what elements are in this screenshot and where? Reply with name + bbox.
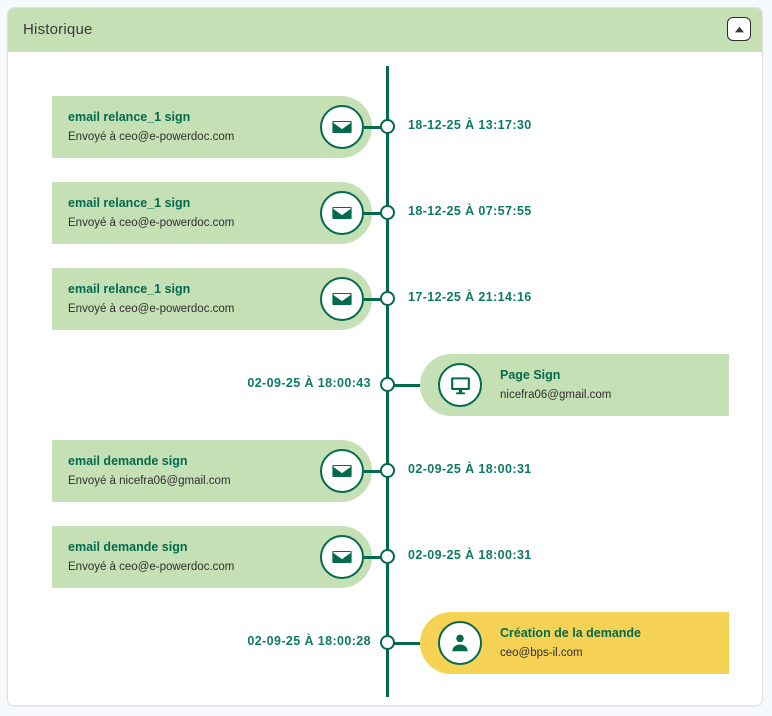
event-card[interactable]: Création de la demande ceo@bps-il.com xyxy=(420,612,729,674)
event-subtitle: Envoyé à ceo@e-powerdoc.com xyxy=(68,130,235,143)
envelope-icon xyxy=(320,105,364,149)
event-subtitle: Envoyé à nicefra06@gmail.com xyxy=(68,474,231,487)
timeline-node xyxy=(380,119,395,134)
history-panel: Historique email relance_1 sign Envoyé à… xyxy=(7,7,763,706)
event-timestamp: 02-09-25 À 18:00:31 xyxy=(408,462,532,476)
envelope-icon xyxy=(320,449,364,493)
event-title: email demande sign xyxy=(68,539,188,554)
chevron-up-icon[interactable] xyxy=(727,17,751,41)
event-subtitle: ceo@bps-il.com xyxy=(500,646,583,659)
event-text: email demande sign Envoyé à nicefra06@gm… xyxy=(64,453,320,490)
timeline-event-6: email demande sign Envoyé à ceo@e-powerd… xyxy=(8,526,762,588)
event-card[interactable]: email relance_1 sign Envoyé à ceo@e-powe… xyxy=(52,182,372,244)
event-subtitle: Envoyé à ceo@e-powerdoc.com xyxy=(68,302,235,315)
event-connector xyxy=(364,470,389,473)
event-text: Page Sign nicefra06@gmail.com xyxy=(482,367,729,404)
event-title: Page Sign xyxy=(500,367,561,382)
timeline: email relance_1 sign Envoyé à ceo@e-powe… xyxy=(8,52,762,705)
event-timestamp: 02-09-25 À 18:00:31 xyxy=(408,548,532,562)
event-timestamp: 17-12-25 À 21:14:16 xyxy=(408,290,532,304)
timeline-event-3: email relance_1 sign Envoyé à ceo@e-powe… xyxy=(8,268,762,330)
timeline-event-7: 02-09-25 À 18:00:28 Création de la deman… xyxy=(8,612,762,674)
event-subtitle: Envoyé à ceo@e-powerdoc.com xyxy=(68,216,235,229)
event-title: Création de la demande xyxy=(500,625,642,640)
timeline-event-5: email demande sign Envoyé à nicefra06@gm… xyxy=(8,440,762,502)
event-card[interactable]: email demande sign Envoyé à ceo@e-powerd… xyxy=(52,526,372,588)
envelope-icon xyxy=(320,535,364,579)
person-icon xyxy=(438,621,482,665)
event-text: email demande sign Envoyé à ceo@e-powerd… xyxy=(64,539,320,576)
timeline-event-4: 02-09-25 À 18:00:43 Page Sign nicefra06@… xyxy=(8,354,762,416)
timeline-node xyxy=(380,463,395,478)
event-card[interactable]: email demande sign Envoyé à nicefra06@gm… xyxy=(52,440,372,502)
event-title: email relance_1 sign xyxy=(68,195,191,210)
event-card[interactable]: email relance_1 sign Envoyé à ceo@e-powe… xyxy=(52,268,372,330)
event-connector xyxy=(364,298,389,301)
envelope-icon xyxy=(320,277,364,321)
event-text: Création de la demande ceo@bps-il.com xyxy=(482,625,729,662)
event-connector xyxy=(389,384,444,387)
event-timestamp: 18-12-25 À 13:17:30 xyxy=(408,118,532,132)
event-text: email relance_1 sign Envoyé à ceo@e-powe… xyxy=(64,281,320,318)
event-connector xyxy=(389,642,444,645)
timeline-node xyxy=(380,635,395,650)
event-timestamp: 02-09-25 À 18:00:28 xyxy=(247,634,371,648)
event-subtitle: nicefra06@gmail.com xyxy=(500,388,612,401)
event-text: email relance_1 sign Envoyé à ceo@e-powe… xyxy=(64,109,320,146)
event-title: email relance_1 sign xyxy=(68,109,191,124)
event-connector xyxy=(364,126,389,129)
event-timestamp: 18-12-25 À 07:57:55 xyxy=(408,204,532,218)
panel-header: Historique xyxy=(8,8,762,52)
timeline-node xyxy=(380,205,395,220)
event-title: email relance_1 sign xyxy=(68,281,191,296)
page-title: Historique xyxy=(23,21,93,38)
event-text: email relance_1 sign Envoyé à ceo@e-powe… xyxy=(64,195,320,232)
timeline-node xyxy=(380,377,395,392)
timeline-event-2: email relance_1 sign Envoyé à ceo@e-powe… xyxy=(8,182,762,244)
event-title: email demande sign xyxy=(68,453,188,468)
timeline-event-1: email relance_1 sign Envoyé à ceo@e-powe… xyxy=(8,96,762,158)
event-card[interactable]: email relance_1 sign Envoyé à ceo@e-powe… xyxy=(52,96,372,158)
event-timestamp: 02-09-25 À 18:00:43 xyxy=(247,376,371,390)
event-connector xyxy=(364,212,389,215)
event-connector xyxy=(364,556,389,559)
event-subtitle: Envoyé à ceo@e-powerdoc.com xyxy=(68,560,235,573)
timeline-node xyxy=(380,291,395,306)
monitor-icon xyxy=(438,363,482,407)
timeline-node xyxy=(380,549,395,564)
event-card[interactable]: Page Sign nicefra06@gmail.com xyxy=(420,354,729,416)
envelope-icon xyxy=(320,191,364,235)
